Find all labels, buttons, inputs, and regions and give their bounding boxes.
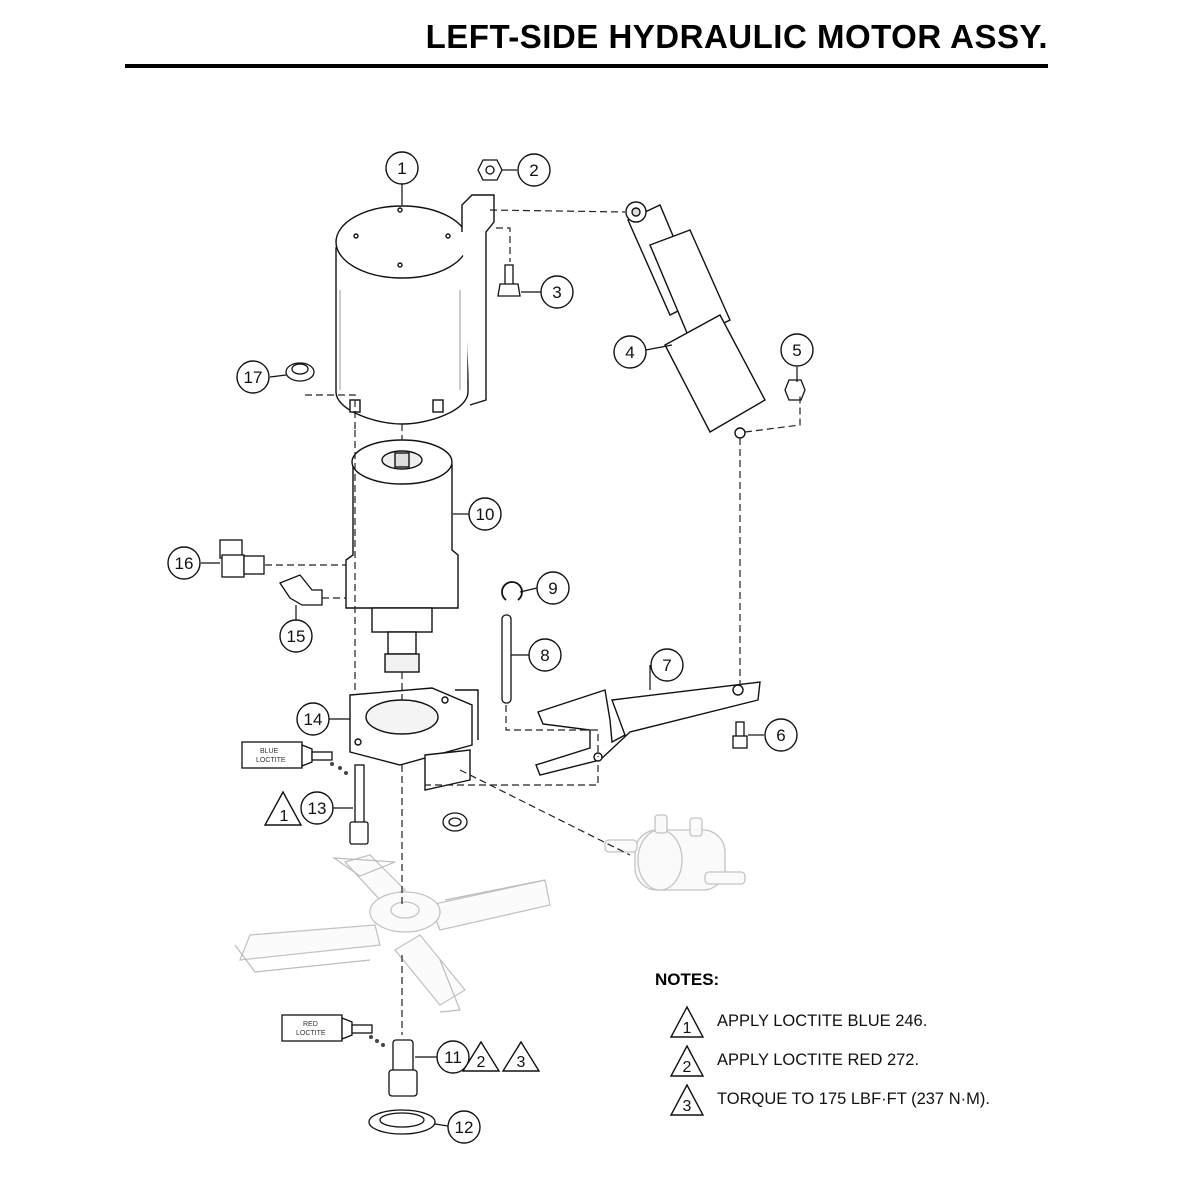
note-marker-2: 2 <box>669 1044 705 1077</box>
svg-text:8: 8 <box>540 646 549 665</box>
notes-heading: NOTES: <box>655 970 720 989</box>
snap-ring <box>442 812 468 832</box>
svg-text:3: 3 <box>517 1054 526 1071</box>
notes-block: NOTES: 1 APPLY LOCTITE BLUE 246. 2 APPLY… <box>655 970 1155 1119</box>
part-2-nut <box>477 159 503 181</box>
part-16-tee-fitting <box>219 539 265 578</box>
svg-text:BLUE: BLUE <box>260 748 279 755</box>
ghost-gearbox <box>604 814 746 891</box>
part-14-mount-plate <box>349 687 479 791</box>
svg-text:14: 14 <box>304 710 323 729</box>
note-marker-1: 1 <box>669 1005 705 1038</box>
part-9-clip <box>501 581 523 601</box>
part-6-bolt <box>732 721 748 749</box>
callout-11: 11 <box>436 1040 470 1074</box>
part-1-motor-housing <box>335 194 495 425</box>
callout-14: 14 <box>296 702 330 736</box>
assembly-lines <box>265 209 801 1035</box>
part-11-capscrew <box>388 1039 418 1097</box>
note-triangle-13-1: 1 <box>263 790 303 826</box>
part-13-capscrew <box>349 764 369 845</box>
svg-text:LOCTITE: LOCTITE <box>256 757 286 764</box>
note-text-2: APPLY LOCTITE RED 272. <box>717 1051 920 1069</box>
leader-lines <box>201 169 798 1127</box>
callout-17: 17 <box>236 360 270 394</box>
part-7-yoke <box>535 681 761 776</box>
svg-text:RED: RED <box>303 1021 318 1028</box>
part-15-elbow-fitting <box>279 574 323 606</box>
svg-text:16: 16 <box>175 554 194 573</box>
title-rule <box>125 64 1048 68</box>
svg-text:2: 2 <box>683 1059 692 1076</box>
note-item: 3 TORQUE TO 175 LBF·FT (237 N·M). <box>655 1080 1155 1119</box>
part-4-actuator <box>625 201 766 439</box>
svg-text:17: 17 <box>244 368 263 387</box>
note-marker-3: 3 <box>669 1083 705 1116</box>
svg-text:2: 2 <box>477 1054 486 1071</box>
part-3-bolt <box>497 264 521 297</box>
callout-6: 6 <box>764 718 798 752</box>
callout-15: 15 <box>279 619 313 653</box>
callout-12: 12 <box>447 1110 481 1144</box>
callout-5: 5 <box>780 333 814 367</box>
callout-16: 16 <box>167 546 201 580</box>
svg-text:13: 13 <box>308 799 327 818</box>
svg-text:7: 7 <box>662 656 671 675</box>
svg-text:1: 1 <box>280 808 289 825</box>
blue-loctite-tube: BLUE LOCTITE <box>241 741 348 775</box>
svg-text:15: 15 <box>287 627 306 646</box>
svg-text:1: 1 <box>397 159 406 178</box>
part-5-nut <box>784 379 806 401</box>
part-10-hydraulic-motor <box>345 439 459 673</box>
svg-text:3: 3 <box>552 283 561 302</box>
inline-note-markers: 1 2 3 <box>263 790 541 1072</box>
svg-text:5: 5 <box>792 341 801 360</box>
note-triangle-11-2: 2 <box>461 1040 501 1072</box>
svg-text:LOCTITE: LOCTITE <box>296 1030 326 1037</box>
svg-text:11: 11 <box>444 1048 462 1067</box>
diagram-title: LEFT-SIDE HYDRAULIC MOTOR ASSY. <box>425 18 1048 55</box>
part-8-pin <box>501 614 512 704</box>
callout-13: 13 <box>300 791 334 825</box>
note-triangle-11-3: 3 <box>501 1040 541 1072</box>
callout-3: 3 <box>540 275 574 309</box>
svg-text:12: 12 <box>455 1118 474 1137</box>
svg-text:3: 3 <box>683 1098 692 1115</box>
svg-text:6: 6 <box>776 726 785 745</box>
note-item: 2 APPLY LOCTITE RED 272. <box>655 1041 1155 1080</box>
note-item: 1 APPLY LOCTITE BLUE 246. <box>655 1002 1155 1041</box>
note-text-1: APPLY LOCTITE BLUE 246. <box>717 1012 928 1030</box>
callouts: 1 2 3 4 5 6 7 8 9 10 11 12 13 14 15 16 1… <box>167 151 814 1144</box>
note-text-3: TORQUE TO 175 LBF·FT (237 N·M). <box>717 1090 990 1108</box>
callout-7: 7 <box>650 648 684 682</box>
red-loctite-tube: RED LOCTITE <box>281 1014 385 1047</box>
ghost-spider-blades <box>238 854 551 1006</box>
callout-2: 2 <box>517 153 551 187</box>
callout-4: 4 <box>613 335 647 369</box>
callout-9: 9 <box>536 571 570 605</box>
callout-1: 1 <box>385 151 419 185</box>
part-12-washer <box>368 1109 436 1135</box>
svg-text:2: 2 <box>529 161 538 180</box>
svg-text:1: 1 <box>683 1020 692 1037</box>
svg-text:10: 10 <box>476 505 495 524</box>
svg-text:4: 4 <box>625 343 634 362</box>
callout-8: 8 <box>528 638 562 672</box>
svg-text:9: 9 <box>548 579 557 598</box>
part-17-nut <box>285 362 315 382</box>
callout-10: 10 <box>468 497 502 531</box>
